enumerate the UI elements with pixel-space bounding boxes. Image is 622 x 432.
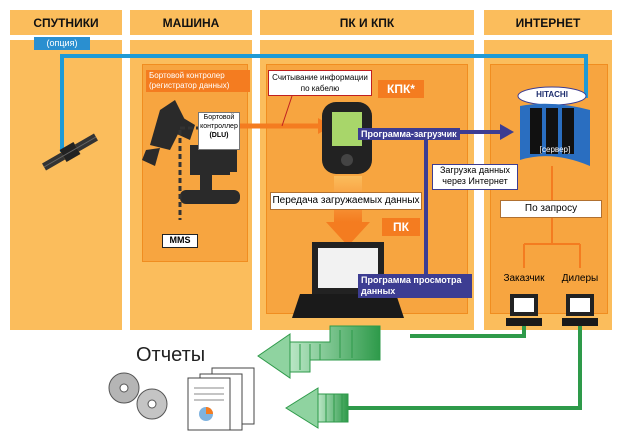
laptop-icon	[292, 242, 404, 318]
green-arrow-upper	[257, 325, 381, 379]
excavator-icon	[142, 100, 240, 204]
disc-icon	[108, 372, 168, 420]
satellite-icon	[42, 133, 98, 171]
hitachi-brand: HITACHI	[536, 90, 568, 99]
dlu-label-line3: (DLU)	[209, 132, 229, 139]
satellite-link	[60, 54, 588, 152]
header-machine: МАШИНА	[130, 10, 252, 35]
green-arrow-lower	[285, 387, 349, 429]
customer-report-line	[410, 326, 526, 338]
header-internet: ИНТЕРНЕТ	[484, 10, 612, 35]
server-label: [сервер]	[539, 145, 571, 154]
onboard-controller-title: Бортовой контролер (регистратор данных)	[146, 70, 250, 92]
viewer-program-label: Программа просмотра данных	[358, 274, 472, 298]
documents-icon	[187, 367, 255, 431]
dealer-report-line	[330, 326, 582, 410]
internet-download-label: Загрузка данных через Интернет	[432, 164, 518, 190]
option-label: (опция)	[34, 37, 90, 50]
server-icon	[517, 86, 590, 166]
cable-read-label: Считывание информации по кабелю	[268, 70, 372, 96]
header-pc: ПК И КПК	[260, 10, 474, 35]
satellites-column	[10, 40, 122, 330]
dealer-computer-icon	[562, 294, 598, 326]
customer-computer-icon	[506, 294, 542, 326]
reports-label: Отчеты	[136, 344, 206, 366]
kpk-label: КПК*	[378, 80, 424, 98]
dealers-label: Дилеры	[561, 273, 599, 284]
on-request-label: По запросу	[500, 200, 602, 218]
customer-label: Заказчик	[503, 273, 545, 284]
transfer-label: Передача загружаемых данных	[270, 192, 422, 210]
pda-device-icon	[322, 102, 372, 174]
mms-label: MMS	[162, 234, 198, 248]
dlu-label: Бортовой контроллер (DLU)	[198, 112, 240, 150]
pc-label: ПК	[382, 218, 420, 236]
dlu-label-line2: контроллер	[200, 123, 238, 130]
loader-program-label: Программа-загрузчик	[358, 128, 460, 140]
dlu-label-line1: Бортовой	[203, 114, 235, 121]
header-satellites: СПУТНИКИ	[10, 10, 122, 35]
